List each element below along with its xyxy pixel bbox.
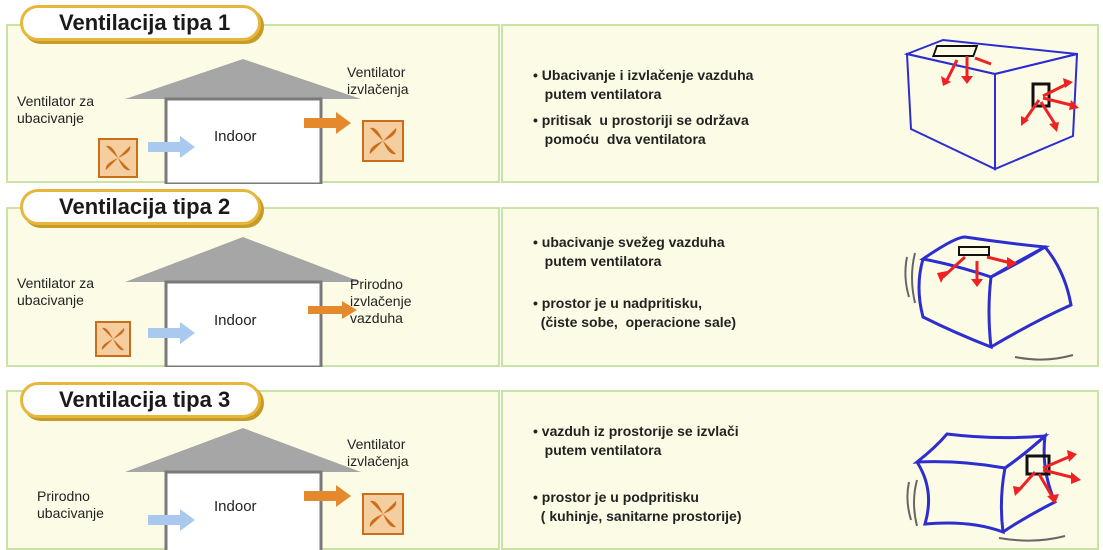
- fan-icon: [362, 493, 404, 535]
- fan-icon: [98, 138, 138, 178]
- bullet-text: • prostor je u podpritisku ( kuhinje, sa…: [533, 489, 742, 524]
- section-title: Ventilacija tipa 3: [20, 382, 262, 418]
- description-panel: [501, 390, 1099, 550]
- bullet-text: • prostor je u nadpritisku, (čiste sobe,…: [533, 295, 737, 330]
- description-panel: [501, 24, 1099, 183]
- inlet-arrow-icon: [148, 136, 195, 158]
- bullet-text: • pritisak u prostoriji se održava pomoć…: [533, 112, 749, 147]
- house-diagram: [125, 59, 361, 184]
- fan-icon: [362, 120, 404, 162]
- outlet-arrow-icon: [308, 301, 357, 319]
- indoor-label: Indoor: [214, 312, 257, 329]
- house-diagram: [125, 428, 361, 550]
- section-title: Ventilacija tipa 1: [20, 5, 262, 41]
- indoor-label: Indoor: [214, 128, 257, 145]
- fan-icon: [95, 321, 131, 357]
- house-diagram: [125, 237, 361, 367]
- indoor-label: Indoor: [214, 498, 257, 515]
- bullet-text: • vazduh iz prostorije se izvlači putem …: [533, 423, 739, 458]
- room-airflow-icon: [906, 432, 1081, 542]
- description-panel: [501, 207, 1099, 367]
- bullet-text: • ubacivanje svežeg vazduha putem ventil…: [533, 234, 725, 269]
- outlet-arrow-icon: [304, 485, 351, 507]
- bullet-text: • Ubacivanje i izvlačenje vazduha putem …: [533, 67, 754, 102]
- inlet-arrow-icon: [148, 509, 195, 531]
- room-airflow-icon: [903, 38, 1079, 171]
- room-airflow-icon: [904, 235, 1074, 361]
- outlet-arrow-icon: [304, 112, 351, 134]
- inlet-arrow-icon: [148, 322, 195, 344]
- section-title: Ventilacija tipa 2: [20, 189, 262, 225]
